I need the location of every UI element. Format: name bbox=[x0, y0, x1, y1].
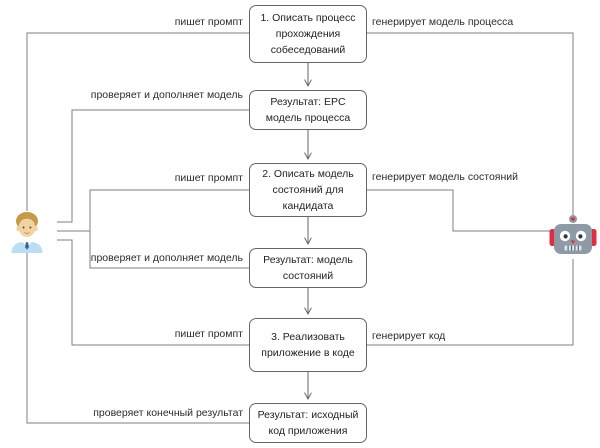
node-result-1: Результат: EPC модель процесса bbox=[249, 90, 367, 130]
node-step-2: 2. Описать модель состояний для кандидат… bbox=[249, 163, 367, 217]
node-result-3: Результат: исходный код приложения bbox=[249, 403, 367, 443]
edge-person-to-step2 bbox=[57, 189, 249, 232]
edge-label-checks-model-1: проверяет и дополняет модель bbox=[90, 89, 243, 101]
node-step-3-label: 3. Реализовать приложение в коде bbox=[261, 331, 355, 359]
edge-label-generates-code: генерирует код bbox=[372, 330, 446, 342]
node-result-2: Результат: модель состояний bbox=[249, 248, 367, 288]
edge-label-checks-model-2: проверяет и дополняет модель bbox=[90, 252, 243, 264]
edge-step1-to-robot bbox=[367, 32, 574, 215]
edge-result2-to-person bbox=[89, 231, 249, 269]
node-result-3-label: Результат: исходный код приложения bbox=[257, 409, 359, 437]
robot-icon bbox=[549, 215, 597, 254]
edge-result1-to-person bbox=[57, 109, 249, 223]
person-icon bbox=[11, 212, 43, 253]
node-step-1-label: 1. Описать процесс прохождения собеседов… bbox=[260, 12, 356, 56]
edge-person-to-step1 bbox=[26, 32, 249, 211]
edge-label-generates-process-model: генерирует модель процесса bbox=[372, 16, 514, 28]
node-result-1-label: Результат: EPC модель процесса bbox=[265, 96, 351, 124]
edge-label-writes-prompt-1: пишет промпт bbox=[174, 16, 243, 28]
edge-label-writes-prompt-2: пишет промпт bbox=[174, 172, 243, 184]
edge-result3-to-person bbox=[26, 253, 249, 424]
node-result-2-label: Результат: модель состояний bbox=[263, 254, 353, 282]
node-step-1: 1. Описать процесс прохождения собеседов… bbox=[249, 5, 367, 63]
edge-label-checks-final: проверяет конечный результат bbox=[93, 407, 243, 419]
node-step-3: 3. Реализовать приложение в коде bbox=[249, 318, 367, 372]
edge-step3-to-robot bbox=[367, 259, 574, 346]
edge-label-writes-prompt-3: пишет промпт bbox=[174, 328, 243, 340]
edge-label-generates-state-model: генерирует модель состояний bbox=[372, 171, 519, 183]
node-step-2-label: 2. Описать модель состояний для кандидат… bbox=[262, 168, 354, 212]
edge-step2-to-robot bbox=[367, 189, 551, 232]
edge-person-to-step3 bbox=[57, 239, 249, 346]
